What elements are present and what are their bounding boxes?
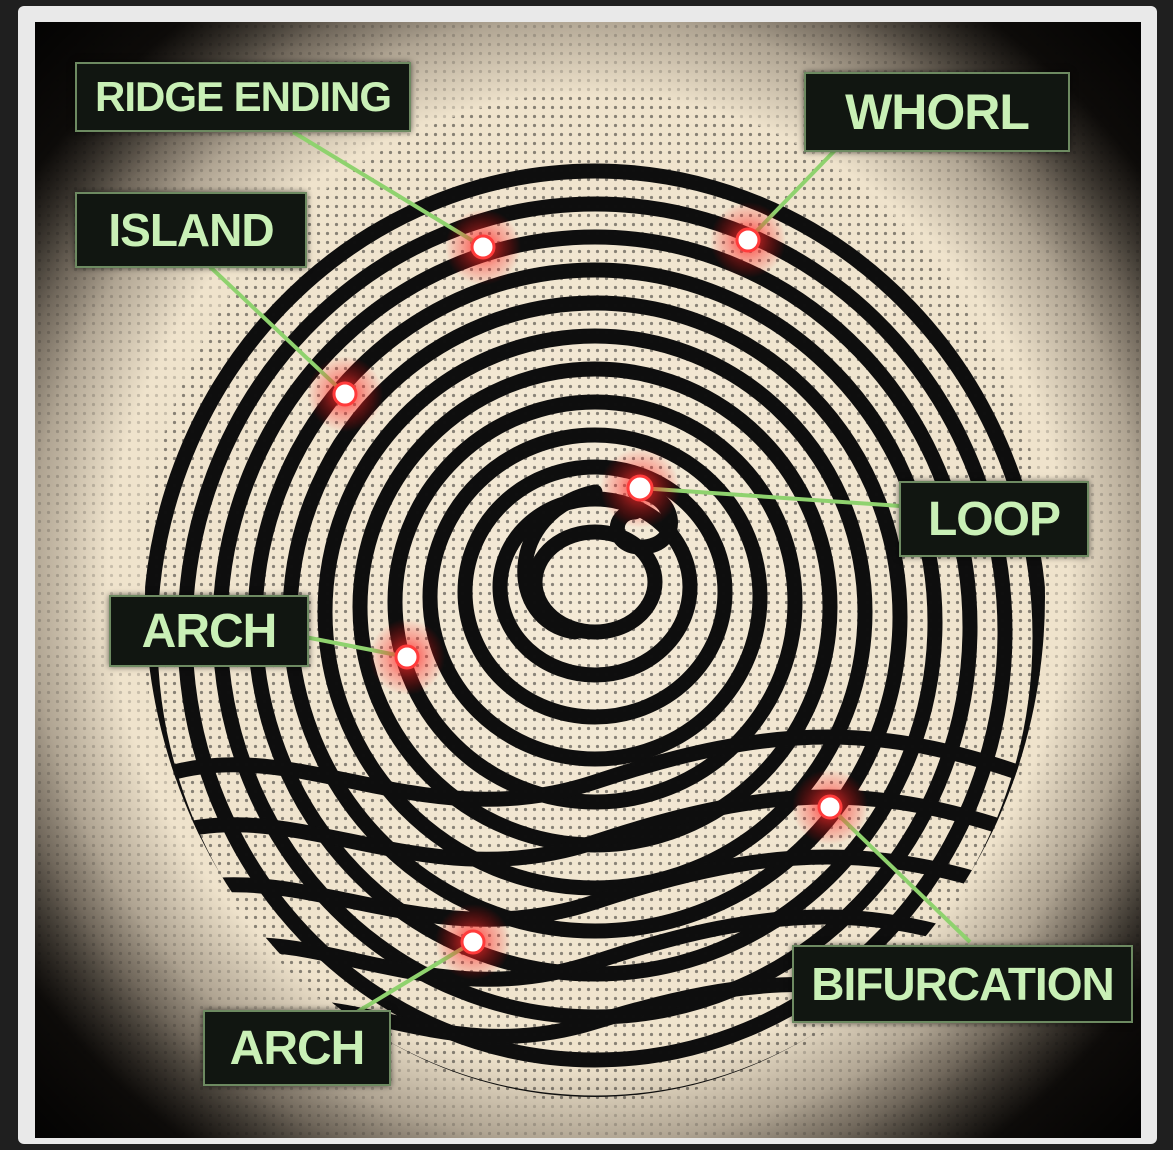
label-bifurcation: BIFURCATION (792, 945, 1133, 1023)
label-arch-bottom: ARCH (203, 1010, 391, 1086)
label-whorl: WHORL (804, 72, 1070, 152)
label-ridge-ending: RIDGE ENDING (75, 62, 411, 132)
label-island: ISLAND (75, 192, 307, 268)
label-arch-left: ARCH (109, 595, 309, 667)
label-loop: LOOP (899, 481, 1089, 557)
